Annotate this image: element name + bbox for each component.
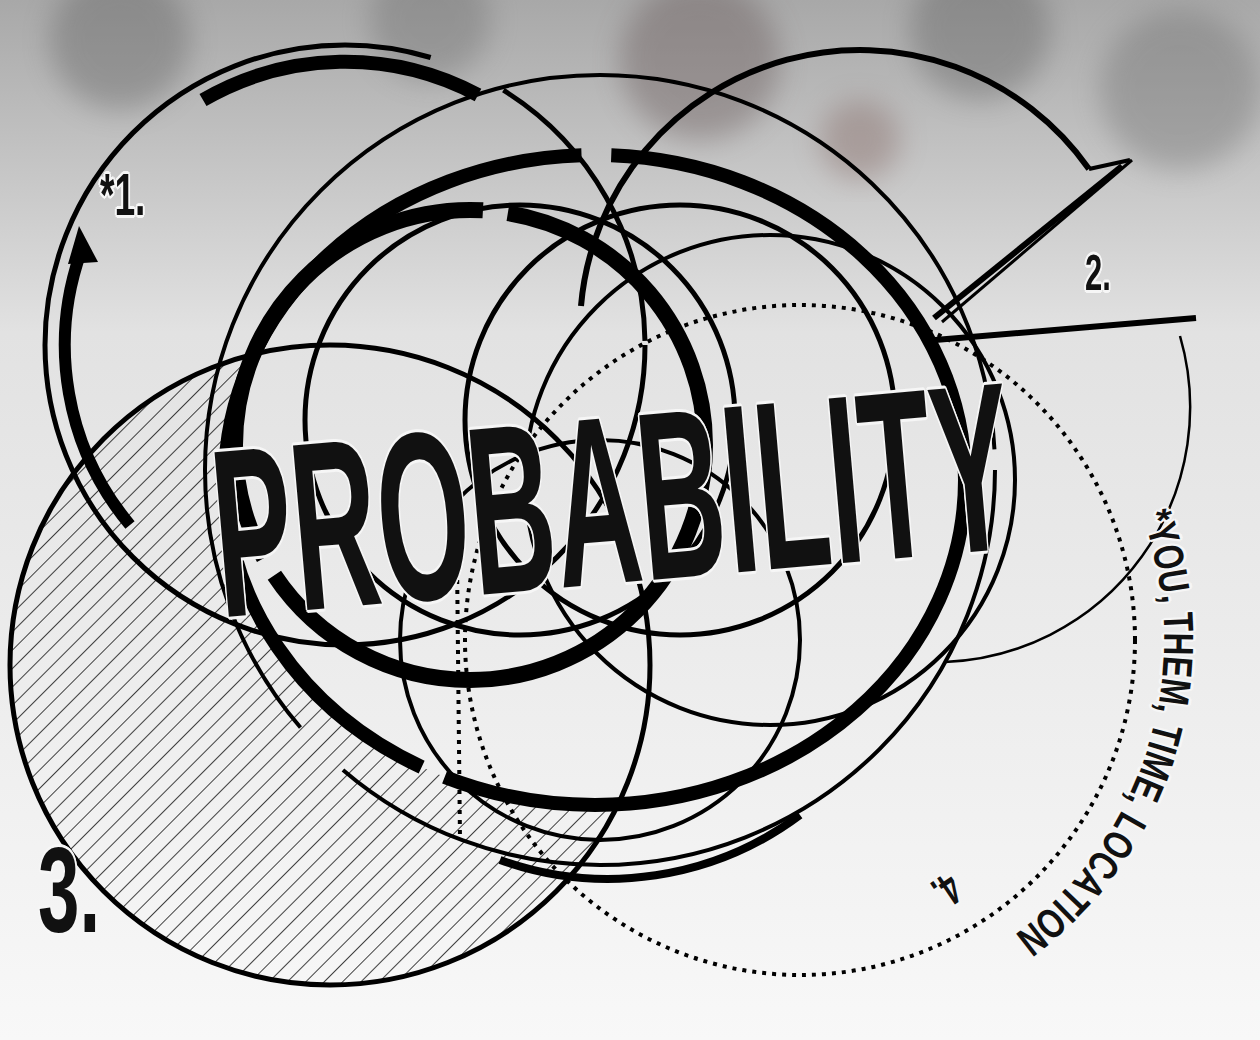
callout-number: *1.	[100, 165, 146, 225]
circles	[10, 45, 1196, 985]
callout-number: 3.	[38, 830, 100, 950]
arrowhead	[68, 226, 98, 264]
thick-arc	[203, 62, 478, 100]
arrow-arc	[65, 249, 130, 525]
curved-caption: *YOU, THEM, TIME, LOCATION	[1003, 482, 1208, 974]
bottom-arc	[500, 815, 800, 879]
caption-letter: E	[1155, 655, 1198, 679]
caption-letter: T	[1156, 612, 1199, 633]
caption-letter: H	[1157, 633, 1199, 656]
title-word: PROBABILITY	[203, 346, 1021, 655]
leader-line	[934, 166, 1122, 318]
callout-number: 2.	[1085, 248, 1111, 298]
leader-line	[935, 318, 1196, 340]
